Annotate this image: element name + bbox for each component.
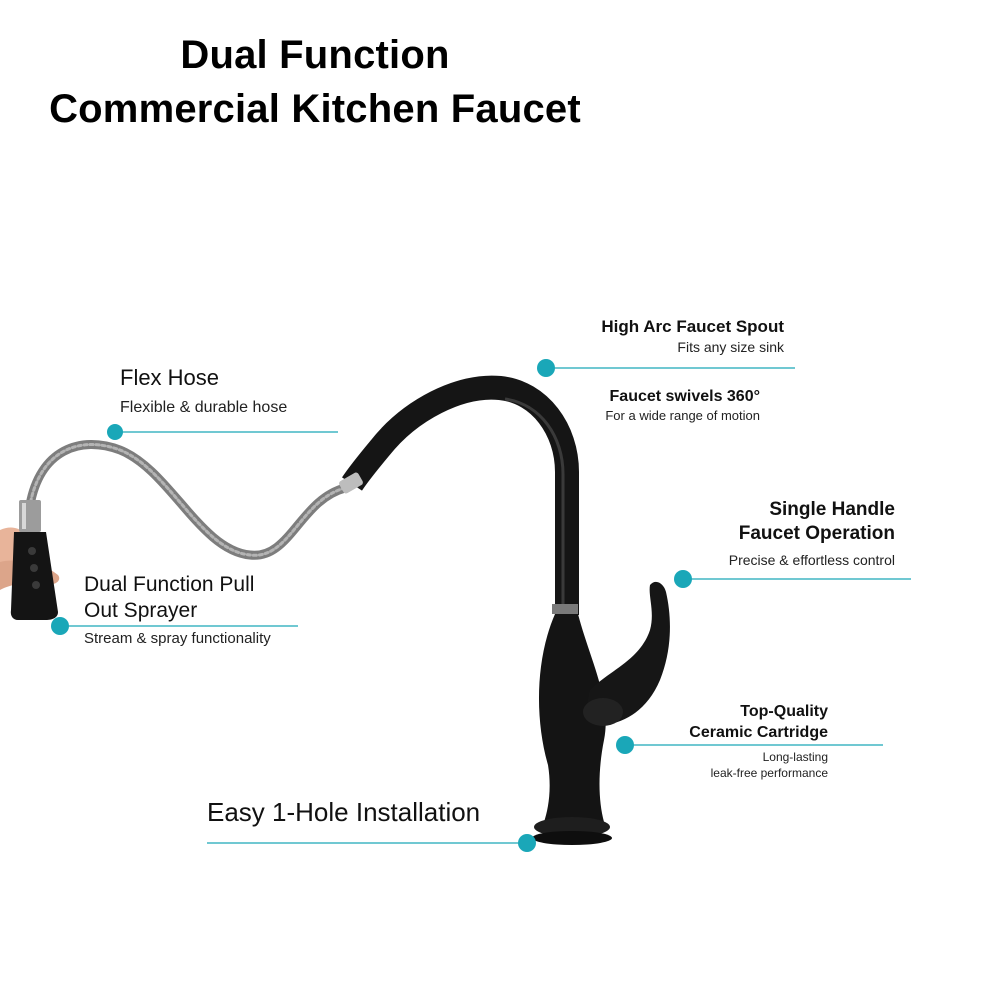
title-line-2: Commercial Kitchen Faucet — [49, 87, 581, 131]
faucet-base-graphic — [538, 614, 606, 822]
install-heading: Easy 1-Hole Installation — [207, 797, 481, 827]
sprayer-heading-line-2: Out Sprayer — [84, 599, 198, 622]
title-line-1: Dual Function — [180, 33, 450, 77]
callout-swivel: Faucet swivels 360° For a wide range of … — [560, 388, 760, 423]
flex-hose-sub: Flexible & durable hose — [120, 399, 288, 416]
flex-hose-heading: Flex Hose — [120, 365, 220, 390]
handle-sub: Precise & effortless control — [728, 552, 895, 568]
flex-hose-graphic — [25, 440, 350, 560]
callout-handle: Single Handle Faucet Operation Precise &… — [680, 498, 895, 568]
callout-install: Easy 1-Hole Installation — [207, 797, 480, 828]
callout-cartridge: Top-Quality Ceramic Cartridge Long-lasti… — [640, 701, 828, 781]
cartridge-heading-line-1: Top-Quality — [740, 703, 828, 720]
sprayer-sub: Stream & spray functionality — [84, 630, 271, 647]
callout-dot-hose — [107, 424, 123, 440]
cartridge-heading-line-2: Ceramic Cartridge — [689, 724, 828, 741]
callout-dot-spout — [537, 359, 555, 377]
swivel-sub: For a wide range of motion — [605, 408, 760, 423]
faucet-handle-graphic — [587, 581, 670, 726]
spout-heading: High Arc Faucet Spout — [601, 317, 784, 336]
callout-dot-cartridge — [616, 736, 634, 754]
swivel-heading: Faucet swivels 360° — [609, 388, 760, 405]
callout-dot-sprayer — [51, 617, 69, 635]
faucet-spout-graphic — [342, 375, 579, 615]
callout-sprayer: Dual Function Pull Out Sprayer Stream & … — [84, 572, 271, 647]
callout-flex-hose: Flex Hose Flexible & durable hose — [120, 365, 287, 417]
spout-sub: Fits any size sink — [677, 339, 784, 355]
callout-spout: High Arc Faucet Spout Fits any size sink — [540, 317, 784, 355]
handle-heading-line-2: Faucet Operation — [738, 523, 895, 544]
cartridge-sub-line-2: leak-free performance — [710, 766, 828, 780]
callout-dot-install — [518, 834, 536, 852]
sprayer-heading-line-1: Dual Function Pull — [84, 573, 255, 596]
cartridge-sub-line-1: Long-lasting — [762, 750, 828, 764]
page-title: Dual Function Commercial Kitchen Faucet — [0, 28, 630, 136]
callout-dot-handle — [674, 570, 692, 588]
handle-heading-line-1: Single Handle — [769, 499, 895, 520]
